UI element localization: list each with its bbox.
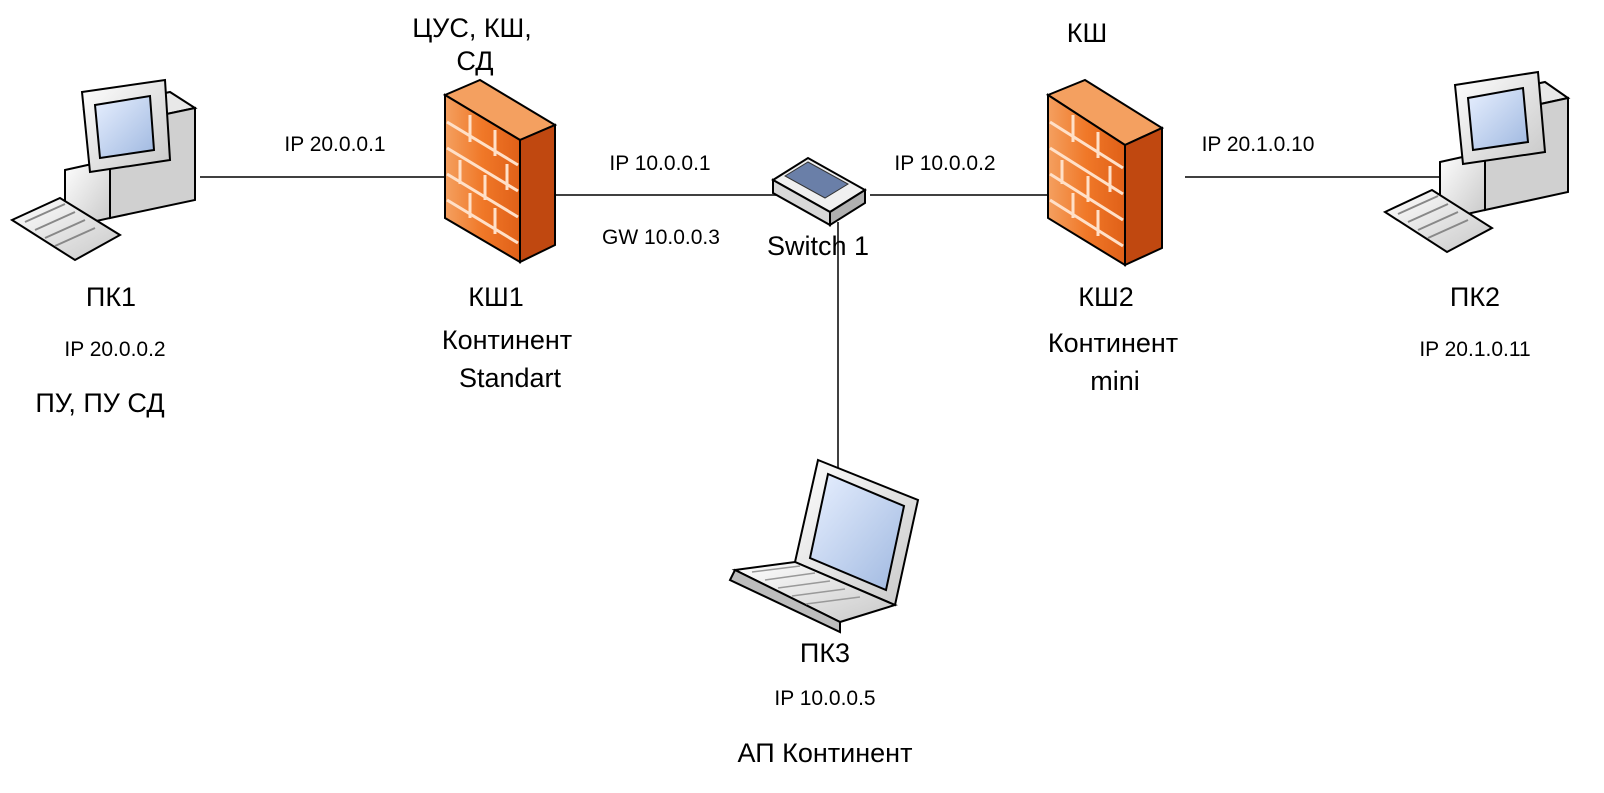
pc1-role: ПУ, ПУ СД [35, 388, 165, 418]
fw2-top: КШ [1066, 18, 1108, 48]
fw1-product-line1: Континент [441, 325, 573, 355]
pc2-name: ПК2 [1449, 282, 1501, 312]
pc3-name: ПК3 [799, 638, 851, 668]
link-pc1-fw1-ip: IP 20.0.0.1 [284, 133, 386, 156]
pc1-name: ПК1 [85, 282, 137, 312]
pc2-ip: IP 20.1.0.11 [1419, 338, 1531, 361]
link-switch-fw2-ip: IP 10.0.0.2 [894, 152, 996, 175]
pc3-laptop-icon [728, 458, 920, 634]
link-fw2-pc2-ip: IP 20.1.0.10 [1201, 133, 1315, 156]
fw1-product-line2: Standart [458, 363, 562, 393]
pc3-role: АП Континент [737, 738, 913, 768]
firewall-kw1-icon [442, 78, 558, 264]
fw1-top-line1: ЦУС, КШ, [412, 13, 532, 43]
fw2-product-line1: Континент [1047, 328, 1179, 358]
pc1-ip: IP 20.0.0.2 [64, 338, 166, 361]
pc1-icon [9, 78, 198, 262]
fw2-name: КШ2 [1078, 282, 1134, 312]
pc3-ip: IP 10.0.0.5 [774, 687, 876, 710]
link-fw1-switch-gw: GW 10.0.0.3 [602, 226, 720, 249]
fw1-top-line2: СД [456, 46, 494, 76]
switch-name: Switch 1 [766, 231, 870, 261]
link-fw1-switch-ip: IP 10.0.0.1 [609, 152, 711, 175]
fw2-product-line2: mini [1090, 366, 1140, 396]
pc2-icon [1382, 70, 1571, 254]
firewall-kw2-icon [1045, 78, 1165, 267]
fw1-name: КШ1 [468, 282, 524, 312]
switch-icon [771, 156, 867, 227]
